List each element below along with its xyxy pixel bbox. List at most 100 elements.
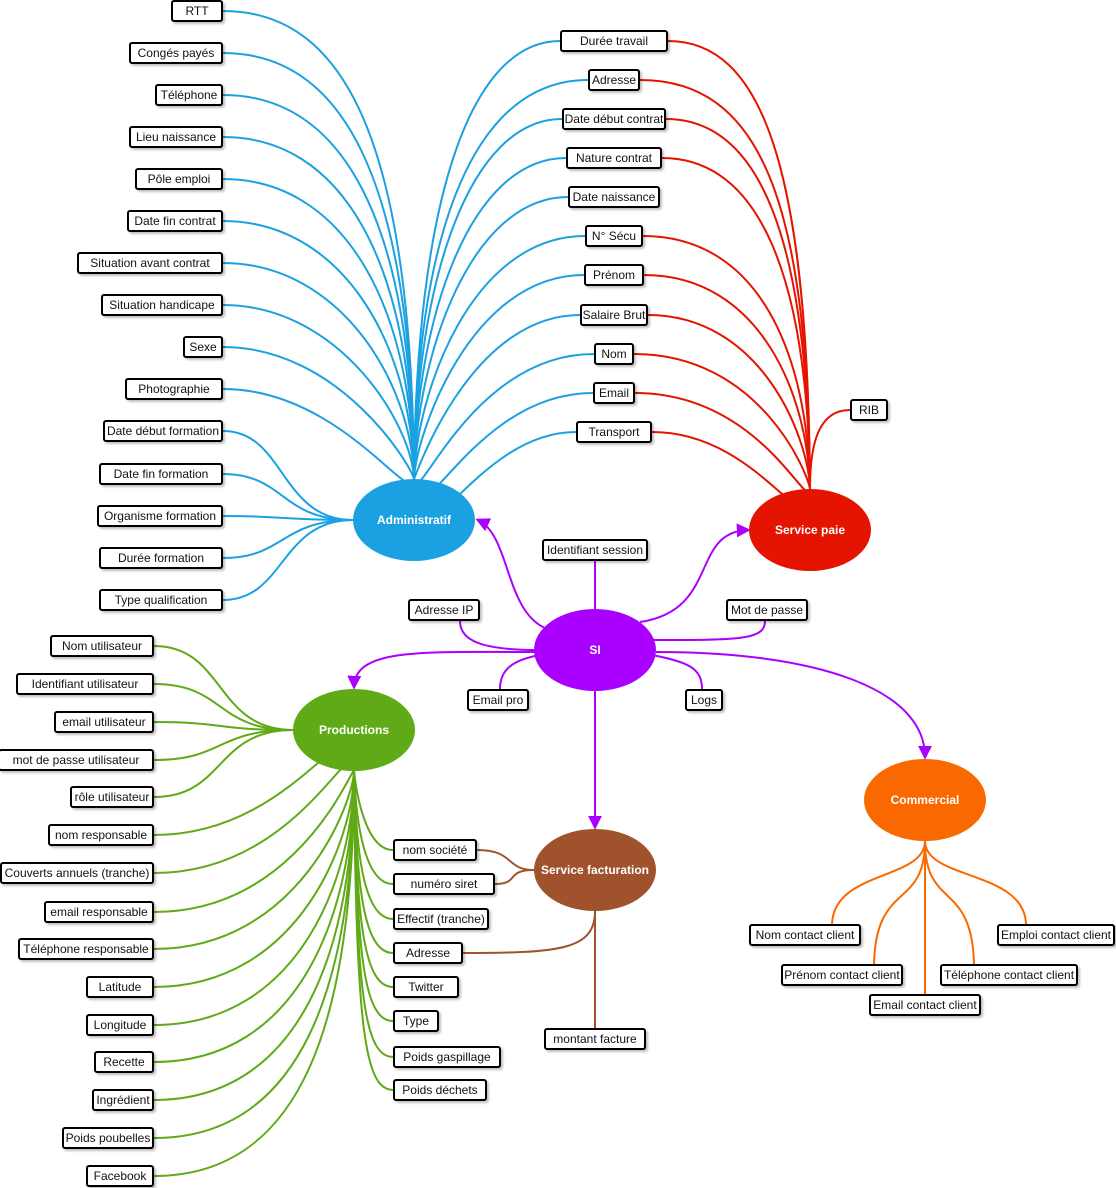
field-box[interactable]: Twitter: [393, 976, 459, 998]
connector-administratif-field: [222, 220, 415, 480]
field-box[interactable]: Congés payés: [129, 42, 223, 64]
connector-administratif-field: [222, 178, 415, 480]
field-box[interactable]: nom responsable: [48, 824, 154, 846]
connector-administratif-field: [222, 346, 415, 480]
field-box[interactable]: Durée formation: [99, 547, 223, 569]
field-box[interactable]: email utilisateur: [54, 711, 154, 733]
hub-service-paie[interactable]: Service paie: [749, 489, 871, 571]
connector-administratif-field: [222, 430, 354, 521]
connector-productions-field: [153, 683, 294, 731]
connector-paie-field: [639, 79, 811, 490]
field-box[interactable]: Adresse IP: [408, 599, 480, 621]
field-box[interactable]: Recette: [94, 1051, 154, 1073]
connector-productions-field: [353, 770, 394, 851]
field-box[interactable]: montant facture: [544, 1028, 646, 1050]
field-box[interactable]: Lieu naissance: [129, 126, 223, 148]
field-box[interactable]: Poids déchets: [393, 1079, 487, 1101]
connector-productions-field: [153, 770, 355, 1101]
field-box[interactable]: Adresse: [393, 942, 463, 964]
field-box[interactable]: Date naissance: [568, 186, 660, 208]
field-box[interactable]: Poids poubelles: [62, 1127, 154, 1149]
connector-si-logs: [651, 654, 703, 690]
field-box[interactable]: email responsable: [44, 901, 154, 923]
field-box[interactable]: Salaire Brut: [580, 304, 648, 326]
connector-administratif-field: [413, 235, 586, 480]
field-box[interactable]: Poids gaspillage: [393, 1046, 501, 1068]
field-box[interactable]: Ingrédient: [92, 1089, 154, 1111]
field-box[interactable]: Situation handicape: [101, 294, 223, 316]
connector-commercial-field: [924, 840, 1027, 925]
field-box[interactable]: nom société: [393, 839, 477, 861]
connector-si-mot-de-passe: [651, 620, 766, 641]
field-box[interactable]: Nom utilisateur: [50, 635, 154, 657]
connector-administratif-field: [222, 519, 354, 559]
field-box[interactable]: Emploi contact client: [997, 924, 1115, 946]
field-box[interactable]: Date début formation: [103, 420, 223, 442]
connector-administratif-field: [222, 10, 415, 480]
connector-administratif-field: [222, 136, 415, 480]
field-box[interactable]: Organisme formation: [97, 505, 223, 527]
field-box[interactable]: Téléphone contact client: [940, 964, 1078, 986]
connector-administratif-field: [413, 274, 585, 480]
field-box[interactable]: Situation avant contrat: [77, 252, 223, 274]
field-box[interactable]: Logs: [685, 689, 723, 711]
field-box[interactable]: N° Sécu: [585, 225, 643, 247]
field-box[interactable]: Identifiant session: [542, 539, 648, 561]
connector-administratif-field: [413, 314, 581, 480]
connector-si-email-pro: [499, 654, 541, 690]
connector-productions-field: [153, 729, 294, 761]
hub-si[interactable]: SI: [534, 609, 656, 691]
field-box[interactable]: Transport: [576, 421, 652, 443]
connector-facturation-field: [494, 869, 535, 885]
field-box[interactable]: Date début contrat: [562, 108, 666, 130]
field-box[interactable]: Type: [393, 1010, 439, 1032]
connectors: [153, 10, 1027, 1177]
connector-commercial-field: [924, 840, 975, 965]
field-box[interactable]: numéro siret: [393, 873, 495, 895]
hub-service-facturation[interactable]: Service facturation: [534, 829, 656, 911]
field-box[interactable]: Facebook: [86, 1165, 154, 1187]
field-box[interactable]: Pôle emploi: [135, 168, 223, 190]
connector-administratif-field: [222, 94, 415, 480]
field-box[interactable]: Effectif (tranche): [393, 908, 489, 930]
field-box[interactable]: Téléphone responsable: [18, 938, 154, 960]
field-box[interactable]: Type qualification: [99, 589, 223, 611]
connector-administratif-field: [413, 157, 567, 480]
connector-productions-field: [353, 770, 394, 885]
field-box[interactable]: Durée travail: [560, 30, 668, 52]
field-box[interactable]: Email: [593, 382, 635, 404]
field-box[interactable]: Nature contrat: [566, 147, 662, 169]
field-box[interactable]: Longitude: [86, 1014, 154, 1036]
field-box[interactable]: Prénom contact client: [781, 964, 903, 986]
field-box[interactable]: Mot de passe: [726, 599, 808, 621]
field-box[interactable]: Téléphone: [155, 84, 223, 106]
connector-facturation-field: [476, 849, 535, 871]
field-box[interactable]: Latitude: [86, 976, 154, 998]
field-box[interactable]: Email pro: [467, 689, 529, 711]
connector-productions-field: [153, 770, 355, 988]
field-box[interactable]: Nom contact client: [749, 924, 861, 946]
connector-commercial-field: [831, 840, 926, 925]
hub-commercial[interactable]: Commercial: [864, 759, 986, 841]
field-box[interactable]: Prénom: [584, 264, 644, 286]
field-box[interactable]: RIB: [850, 399, 888, 421]
hub-productions[interactable]: Productions: [293, 689, 415, 771]
hub-administratif[interactable]: Administratif: [353, 479, 475, 561]
field-box[interactable]: Date fin contrat: [127, 210, 223, 232]
field-box[interactable]: Identifiant utilisateur: [16, 673, 154, 695]
field-box[interactable]: Date fin formation: [99, 463, 223, 485]
field-box[interactable]: Couverts annuels (tranche): [0, 862, 154, 884]
field-box[interactable]: Sexe: [183, 336, 223, 358]
field-box[interactable]: Email contact client: [869, 994, 981, 1016]
field-box[interactable]: Nom: [594, 343, 634, 365]
connector-productions-field: [153, 770, 355, 950]
field-box[interactable]: mot de passe utilisateur: [0, 749, 154, 771]
connector-administratif-field: [222, 515, 354, 521]
connector-paie-field: [665, 118, 811, 490]
connector-productions-field: [153, 645, 294, 731]
field-box[interactable]: Adresse: [588, 69, 640, 91]
field-box[interactable]: rôle utilisateur: [70, 786, 154, 808]
field-box[interactable]: RTT: [171, 0, 223, 22]
field-box[interactable]: Photographie: [125, 378, 223, 400]
